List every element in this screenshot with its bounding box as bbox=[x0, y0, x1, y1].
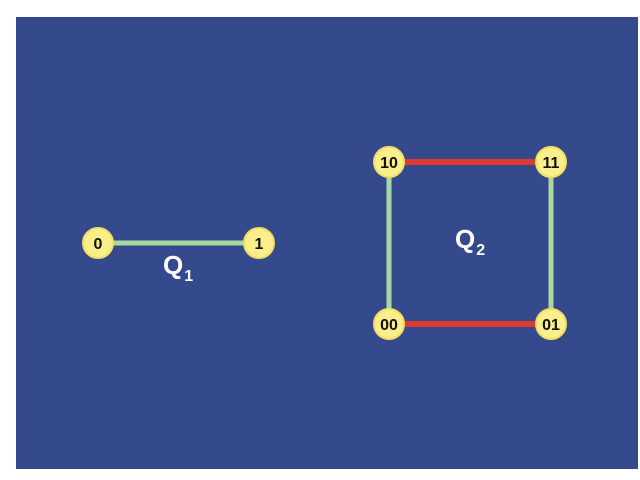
node-label: 11 bbox=[543, 155, 560, 172]
q2-node-01: 01 bbox=[535, 308, 567, 340]
node-circle bbox=[373, 308, 405, 340]
node-label: 10 bbox=[380, 155, 398, 172]
q2-label-subscript: 2 bbox=[476, 242, 485, 259]
node-label: 01 bbox=[542, 317, 560, 334]
node-label: 00 bbox=[380, 317, 398, 334]
q1-label: Q1 bbox=[163, 250, 193, 285]
q2-label: Q2 bbox=[455, 224, 485, 259]
node-circle bbox=[373, 146, 405, 178]
q1-graph: 0 1 Q1 bbox=[82, 227, 275, 285]
node-label: 0 bbox=[94, 236, 103, 253]
q1-node-0: 0 bbox=[82, 227, 114, 259]
q2-node-00: 00 bbox=[373, 308, 405, 340]
q1-node-1: 1 bbox=[243, 227, 275, 259]
q2-node-11: 11 bbox=[535, 146, 567, 178]
node-label: 1 bbox=[255, 236, 264, 253]
q2-label-main: Q bbox=[455, 224, 475, 254]
q1-label-main: Q bbox=[163, 250, 183, 280]
node-circle bbox=[243, 227, 275, 259]
node-circle bbox=[535, 146, 567, 178]
node-circle bbox=[535, 308, 567, 340]
q2-node-10: 10 bbox=[373, 146, 405, 178]
node-circle bbox=[82, 227, 114, 259]
q1-label-subscript: 1 bbox=[184, 268, 193, 285]
q2-graph: 10 11 00 01 Q2 bbox=[373, 146, 567, 340]
